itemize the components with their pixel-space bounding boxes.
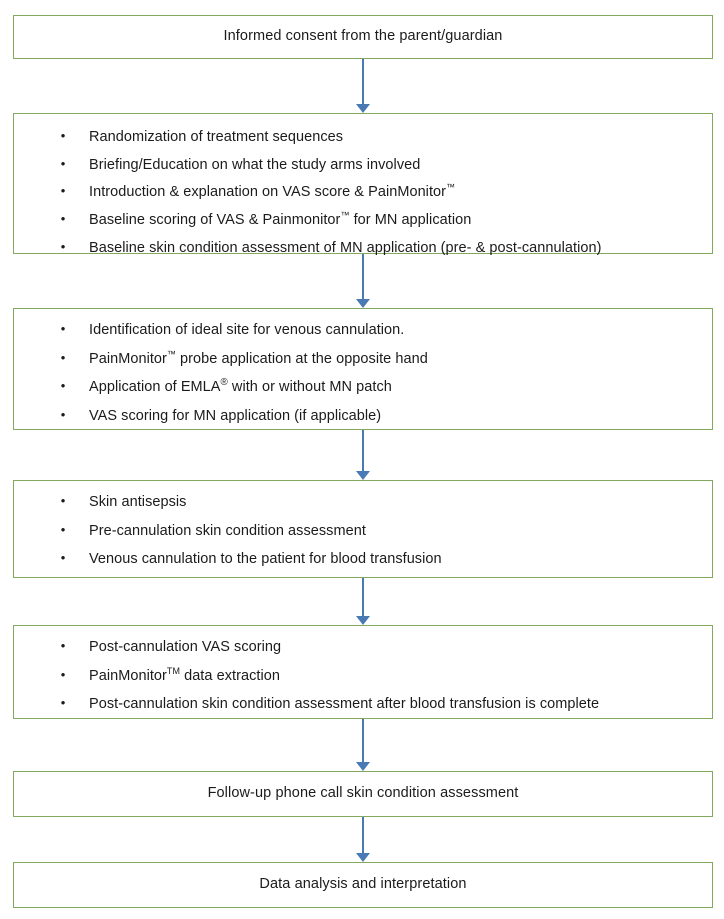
trademark-symbol: ™ — [340, 210, 350, 221]
bullet-icon: • — [60, 695, 66, 711]
trademark-letters: TM — [166, 665, 180, 676]
flow-node-preparation: • Randomization of treatment sequences • B… — [13, 113, 713, 257]
list-item-text: Application of EMLA — [89, 379, 221, 396]
flow-node-analysis: Data analysis and interpretation — [13, 862, 713, 908]
list-item-text-suffix: with or without MN patch — [227, 379, 392, 396]
list-item: • PainMonitor™ probe application at the o… — [14, 348, 712, 368]
bullet-icon: • — [60, 638, 66, 653]
bullet-icon: • — [60, 183, 66, 199]
list-item-text: Post-cannulation VAS scoring — [89, 639, 282, 655]
flow-node-label: Follow-up phone call skin condition asse… — [207, 785, 519, 802]
flow-node-bullet-list: • Post-cannulation VAS scoring • PainMonit… — [14, 638, 712, 713]
list-item: • Identification of ideal site for venous… — [14, 321, 712, 339]
list-item: • Introduction & explanation on VAS score… — [14, 182, 712, 201]
flow-node-bullet-list: • Randomization of treatment sequences • B… — [14, 128, 712, 257]
bullet-icon: • — [60, 211, 66, 227]
list-item: • Application of EMLA® with or without MN… — [14, 377, 712, 396]
bullet-icon: • — [60, 155, 66, 171]
list-item-text: Briefing/Education on what the study arm… — [89, 156, 421, 173]
flow-node-label: Informed consent from the parent/guardia… — [223, 28, 503, 45]
list-item: • Randomization of treatment sequences — [14, 128, 712, 146]
bullet-icon: • — [60, 378, 66, 394]
arrow-head-icon — [356, 853, 370, 862]
arrow-head-icon — [356, 471, 370, 480]
list-item-text: Post-cannulation skin condition assessme… — [89, 696, 600, 713]
flow-arrow-1 — [354, 59, 372, 113]
flow-arrow-3 — [354, 430, 372, 480]
list-item-text: Randomization of treatment sequences — [89, 129, 344, 145]
list-item-text: Skin antisepsis — [89, 494, 187, 510]
arrow-shaft — [362, 59, 364, 104]
list-item-text-suffix: probe application at the opposite hand — [175, 350, 428, 367]
list-item-text-suffix: data extraction — [180, 667, 280, 684]
list-item: • Skin antisepsis — [14, 493, 712, 511]
list-item-text: Identification of ideal site for venous … — [89, 322, 405, 338]
list-item-text: PainMonitor — [89, 667, 167, 684]
flow-node-site-and-application: • Identification of ideal site for venous… — [13, 308, 713, 430]
trademark-symbol: ™ — [446, 182, 456, 193]
list-item-text-suffix: for MN application — [349, 212, 472, 229]
list-item-text: PainMonitor — [89, 350, 167, 367]
list-item-text: Baseline scoring of VAS & Painmonitor — [89, 212, 341, 229]
arrow-shaft — [362, 578, 364, 616]
list-item-text: VAS scoring for MN application (if appli… — [89, 408, 382, 425]
bullet-icon: • — [60, 321, 66, 336]
bullet-icon: • — [60, 128, 66, 143]
registered-symbol: ® — [220, 377, 228, 389]
flow-node-label: Data analysis and interpretation — [259, 876, 467, 893]
list-item: • Baseline skin condition assessment of M… — [14, 238, 712, 257]
bullet-icon: • — [60, 521, 66, 537]
flow-node-informed-consent: Informed consent from the parent/guardia… — [13, 15, 713, 59]
flow-node-bullet-list: • Identification of ideal site for venous… — [14, 321, 712, 425]
trademark-symbol: ™ — [166, 348, 176, 359]
list-item: •Baseline scoring of VAS & Painmonitor™ … — [14, 210, 712, 229]
arrow-shaft — [362, 719, 364, 762]
list-item: • Post-cannulation skin condition assessm… — [14, 695, 712, 713]
arrow-head-icon — [356, 299, 370, 308]
flow-node-bullet-list: • Skin antisepsis • Pre-cannulation skin c… — [14, 493, 712, 568]
bullet-icon: • — [60, 550, 66, 566]
bullet-icon: • — [60, 493, 66, 508]
arrow-head-icon — [356, 616, 370, 625]
flow-arrow-2 — [354, 254, 372, 308]
bullet-icon: • — [60, 666, 66, 682]
list-item: • PainMonitorTM data extraction — [14, 665, 712, 685]
flow-node-follow-up: Follow-up phone call skin condition asse… — [13, 771, 713, 817]
arrow-head-icon — [356, 762, 370, 771]
list-item-text: Pre-cannulation skin condition assessmen… — [89, 522, 366, 539]
list-item: • Briefing/Education on what the study ar… — [14, 155, 712, 174]
list-item: • Pre-cannulation skin condition assessme… — [14, 521, 712, 540]
list-item-text: Venous cannulation to the patient for bl… — [89, 551, 442, 568]
flow-arrow-6 — [354, 817, 372, 862]
arrow-shaft — [362, 817, 364, 853]
bullet-icon: • — [60, 349, 66, 365]
flow-arrow-4 — [354, 578, 372, 625]
list-item: • Venous cannulation to the patient for b… — [14, 550, 712, 568]
arrow-shaft — [362, 430, 364, 471]
list-item-text: Baseline skin condition assessment of MN… — [89, 239, 602, 256]
flow-node-cannulation: • Skin antisepsis • Pre-cannulation skin c… — [13, 480, 713, 578]
flow-arrow-5 — [354, 719, 372, 771]
list-item-text: Introduction & explanation on VAS score … — [89, 184, 447, 201]
list-item: • VAS scoring for MN application (if appl… — [14, 407, 712, 425]
bullet-icon: • — [60, 238, 66, 254]
flow-node-post-cannulation: • Post-cannulation VAS scoring • PainMonit… — [13, 625, 713, 719]
arrow-head-icon — [356, 104, 370, 113]
list-item: • Post-cannulation VAS scoring — [14, 638, 712, 656]
arrow-shaft — [362, 254, 364, 299]
bullet-icon: • — [60, 407, 66, 423]
